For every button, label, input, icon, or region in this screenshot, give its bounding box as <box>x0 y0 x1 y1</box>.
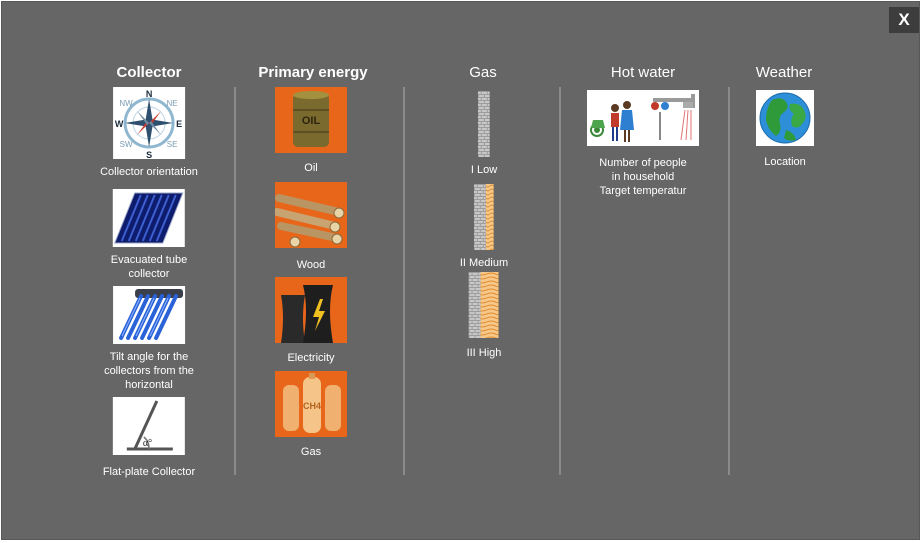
insulation-medium-label: II Medium <box>459 257 509 269</box>
wall-insulation-low-icon <box>477 91 490 157</box>
insulation-low-item[interactable]: I Low <box>471 91 497 177</box>
svg-text:S: S <box>146 150 152 159</box>
wood-logs-icon <box>275 182 347 248</box>
collector-header: Collector <box>116 64 182 81</box>
tilt-angle-label: Tilt angle for the collectors from the h… <box>104 351 194 391</box>
energy-electricity-item[interactable]: Electricity <box>275 277 347 365</box>
primary-energy-header: Primary energy <box>258 64 368 81</box>
compass-rose-icon: N S E W NE NW SE SW <box>113 87 185 159</box>
separator-1 <box>234 87 236 475</box>
wall-insulation-high-icon <box>468 272 499 338</box>
separator-2 <box>403 87 405 475</box>
svg-text:NE: NE <box>166 99 177 108</box>
svg-text:SE: SE <box>167 140 178 149</box>
svg-text:OIL: OIL <box>302 115 321 127</box>
hot-water-label: Number of people in household Target tem… <box>599 157 687 197</box>
power-plant-icon <box>275 277 347 343</box>
tilt-angle-icon: α° <box>112 397 185 455</box>
energy-gas-label: Gas <box>300 446 322 458</box>
separator-3 <box>559 87 561 475</box>
separator-4 <box>728 87 730 475</box>
wall-insulation-medium-icon <box>473 184 494 250</box>
energy-oil-label: Oil <box>304 162 318 174</box>
weather-location-label: Location <box>764 156 806 168</box>
flat-panel-icon <box>112 189 185 247</box>
energy-gas-item[interactable]: CH4 Gas <box>275 371 347 459</box>
tilt-angle-item[interactable]: Tilt angle for the collectors from the h… <box>104 286 194 392</box>
evacuated-tube-item[interactable]: Evacuated tube collector <box>111 189 187 281</box>
svg-text:W: W <box>115 119 124 129</box>
hot-water-header: Hot water <box>610 64 676 81</box>
flat-plate-item[interactable]: α° Flat-plate Collector <box>103 397 195 479</box>
collector-orientation-item[interactable]: N S E W NE NW SE SW Collector orientatio… <box>100 87 198 179</box>
insulation-high-item[interactable]: III High <box>466 272 502 360</box>
insulation-high-label: III High <box>466 347 502 359</box>
svg-text:E: E <box>176 119 182 129</box>
insulation-low-label: I Low <box>470 164 498 176</box>
hot-water-item[interactable]: Number of people in household Target tem… <box>587 90 699 198</box>
flat-plate-label: Flat-plate Collector <box>102 466 196 478</box>
close-button[interactable]: X <box>889 7 919 33</box>
weather-location-item[interactable]: Location <box>756 90 814 169</box>
energy-oil-item[interactable]: OIL Oil <box>275 87 347 175</box>
collector-orientation-label: Collector orientation <box>100 166 198 178</box>
energy-wood-item[interactable]: Wood <box>275 182 347 272</box>
globe-icon <box>756 90 814 146</box>
svg-text:N: N <box>146 89 153 99</box>
energy-wood-label: Wood <box>296 259 326 271</box>
family-shower-icon <box>587 90 699 146</box>
gas-header: Gas <box>469 64 497 81</box>
oil-barrel-icon: OIL <box>275 87 347 153</box>
gas-cylinders-icon: CH4 <box>275 371 347 437</box>
energy-electricity-label: Electricity <box>287 352 335 364</box>
svg-text:NW: NW <box>119 99 133 108</box>
weather-header: Weather <box>755 64 813 81</box>
svg-text:CH4: CH4 <box>303 401 321 411</box>
evacuated-tubes-icon <box>113 286 185 344</box>
insulation-medium-item[interactable]: II Medium <box>460 184 508 270</box>
svg-text:α°: α° <box>143 438 152 449</box>
svg-text:SW: SW <box>120 140 133 149</box>
evacuated-tube-label: Evacuated tube collector <box>110 254 188 280</box>
